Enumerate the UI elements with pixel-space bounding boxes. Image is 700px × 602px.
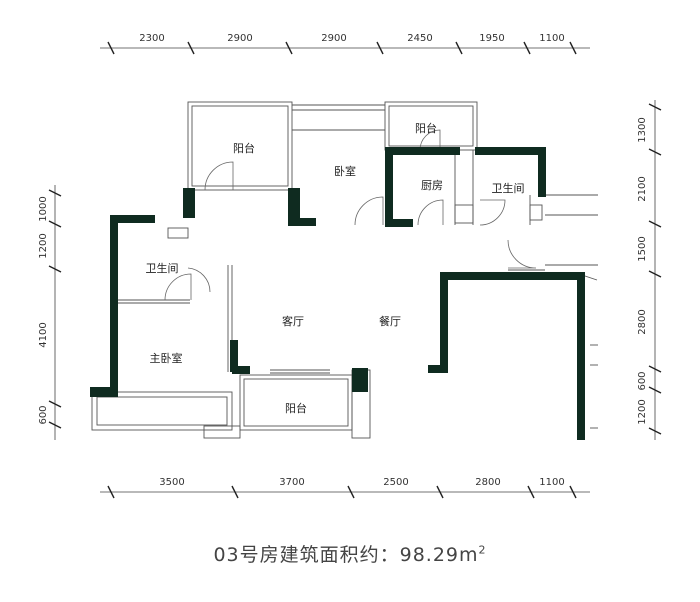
dim-left-4: 600 — [38, 405, 49, 424]
dim-bottom-1: 3500 — [159, 477, 184, 488]
room-label-balcony-bottom: 阳台 — [285, 401, 307, 415]
room-label-living-room: 客厅 — [282, 314, 304, 328]
dim-right-5: 600 — [637, 371, 648, 390]
room-label-bathroom-left: 卫生间 — [146, 261, 179, 275]
area-caption-text: 03号房建筑面积约：98.29m — [213, 544, 479, 566]
room-label-balcony-top-left: 阳台 — [233, 141, 255, 155]
dimension-chain-top: 2300 2900 2900 2450 1950 1100 — [100, 33, 590, 55]
room-label-balcony-top-small: 阳台 — [415, 121, 437, 135]
room-labels: 阳台 卧室 阳台 厨房 卫生间 卫生间 客厅 餐厅 主卧室 阳台 — [146, 121, 525, 415]
dim-top-1: 2300 — [139, 33, 164, 44]
dimension-chain-left: 1000 1200 4100 600 — [38, 185, 62, 440]
dim-left-3: 4100 — [38, 322, 49, 347]
dim-bottom-2: 3700 — [279, 477, 304, 488]
dim-top-3: 2900 — [321, 33, 346, 44]
area-caption-superscript: 2 — [478, 543, 487, 557]
room-label-bedroom: 卧室 — [334, 164, 356, 178]
dim-right-6: 1200 — [637, 399, 648, 424]
dim-right-1: 1300 — [637, 117, 648, 142]
dim-top-5: 1950 — [479, 33, 504, 44]
dimension-chain-right: 1300 2100 1500 2800 600 1200 — [637, 100, 662, 440]
room-label-dining-room: 餐厅 — [379, 314, 401, 328]
room-label-bathroom-right: 卫生间 — [492, 181, 525, 195]
dimension-chain-bottom: 3500 3700 2500 2800 1100 — [100, 477, 590, 499]
partition-lines — [91, 101, 598, 439]
dim-left-2: 1200 — [38, 233, 49, 258]
dim-right-4: 2800 — [637, 309, 648, 334]
area-caption: 03号房建筑面积约：98.29m2 — [0, 540, 700, 567]
dim-top-4: 2450 — [407, 33, 432, 44]
room-label-kitchen: 厨房 — [421, 179, 443, 192]
dim-top-2: 2900 — [227, 33, 252, 44]
dim-bottom-4: 2800 — [475, 477, 500, 488]
dim-bottom-5: 1100 — [539, 477, 564, 488]
dim-bottom-3: 2500 — [383, 477, 408, 488]
dim-top-6: 1100 — [539, 33, 564, 44]
dim-right-2: 2100 — [637, 176, 648, 201]
dim-left-1: 1000 — [38, 196, 49, 221]
room-label-master-bedroom: 主卧室 — [150, 351, 183, 365]
structural-walls — [90, 147, 585, 440]
door-swings — [164, 129, 537, 301]
dim-right-3: 1500 — [637, 236, 648, 261]
